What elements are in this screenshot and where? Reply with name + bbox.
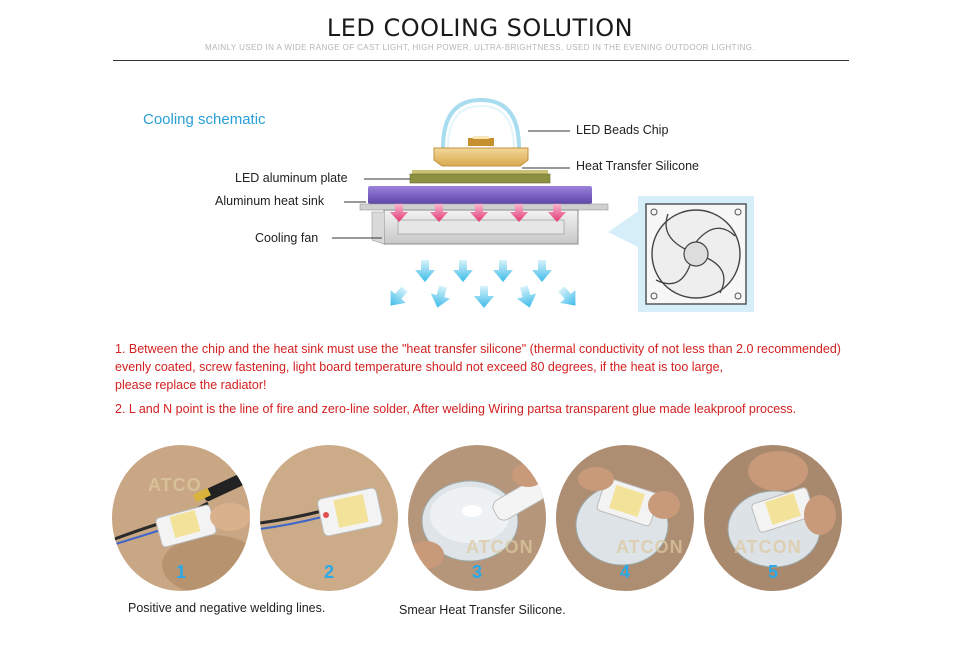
photo-4-brand: ATCON: [616, 537, 684, 557]
caption-welding: Positive and negative welding lines.: [128, 601, 326, 615]
note-1-line-2: evenly coated, screw fastening, light bo…: [115, 360, 724, 374]
step-photo-3: ATCON 3: [408, 445, 546, 591]
photo-welding-wire: [112, 445, 250, 591]
step-number-4: 4: [619, 562, 630, 582]
photo-press-board: [704, 445, 842, 591]
label-leader-lines: [332, 130, 570, 239]
photo-1-brand: ATCO: [148, 475, 202, 495]
airflow-arrows-top: [415, 260, 552, 282]
step-number-3: 3: [471, 562, 482, 582]
led-dome: [441, 97, 521, 149]
page-title: LED COOLING SOLUTION: [326, 14, 634, 42]
cooling-diagram: [332, 97, 754, 312]
step-photo-2: 2: [260, 445, 398, 591]
photo-5-brand: ATCON: [734, 537, 802, 557]
label-led-aluminum-plate: LED aluminum plate: [235, 171, 348, 185]
label-cooling-fan: Cooling fan: [255, 231, 319, 245]
label-led-beads-chip: LED Beads Chip: [576, 123, 669, 137]
note-1-line-1: 1. Between the chip and the heat sink mu…: [115, 342, 841, 356]
header-divider: [113, 60, 849, 61]
cooling-fan-body: [371, 209, 579, 245]
photo-3-brand: ATCON: [466, 537, 534, 557]
photo-welded-board: [260, 445, 398, 591]
photo-smear-silicone: [408, 445, 546, 591]
step-number-2: 2: [323, 562, 334, 582]
step-photo-5: ATCON 5: [704, 445, 842, 591]
step-number-5: 5: [767, 562, 778, 582]
note-1-line-3: please replace the radiator!: [115, 378, 267, 392]
label-aluminum-heat-sink: Aluminum heat sink: [215, 194, 325, 208]
led-chip: [433, 136, 529, 167]
airflow-arrows-bottom: [390, 285, 576, 308]
label-heat-transfer-silicone: Heat Transfer Silicone: [576, 159, 699, 173]
fan-callout: [608, 196, 754, 312]
step-number-1: 1: [175, 562, 186, 582]
page-subtitle: MAINLY USED IN A WIDE RANGE OF CAST LIGH…: [205, 43, 755, 52]
step-photo-1: ATCO 1: [112, 445, 250, 591]
schematic-heading: Cooling schematic: [143, 111, 266, 128]
caption-smear: Smear Heat Transfer Silicone.: [399, 603, 566, 617]
led-aluminum-plate: [409, 173, 551, 184]
heat-flow-arrows: [390, 204, 566, 222]
photo-place-board: [556, 445, 694, 591]
note-2: 2. L and N point is the line of fire and…: [115, 402, 797, 416]
heat-transfer-silicone-layer: [412, 170, 548, 174]
step-photo-4: ATCON 4: [556, 445, 694, 591]
